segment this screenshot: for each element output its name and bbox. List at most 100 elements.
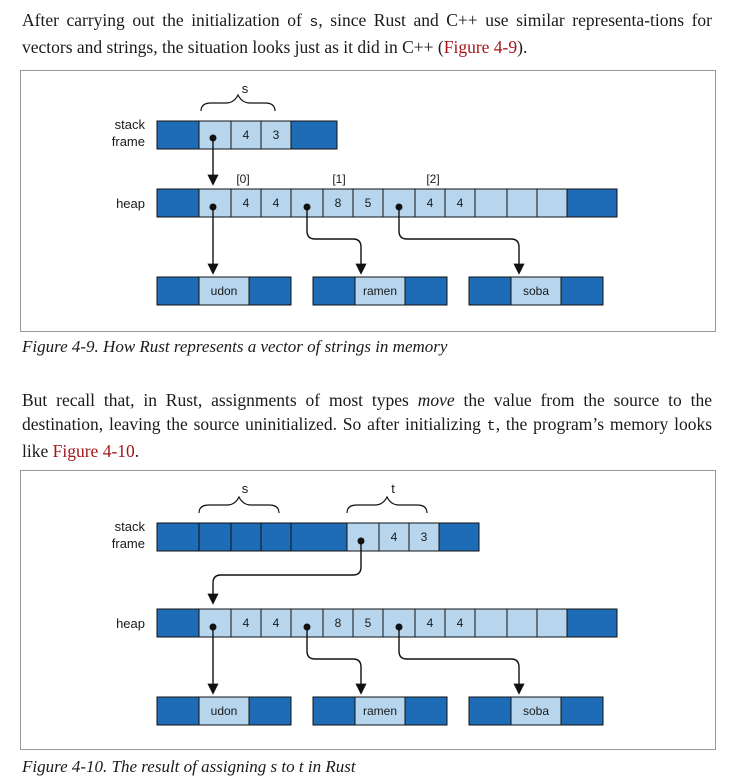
s-cap-value: 3 (273, 128, 280, 142)
ramen-pad (404, 276, 448, 306)
stack-label: stack (115, 519, 146, 534)
heap-slot (156, 188, 200, 218)
brace (200, 93, 276, 112)
string-ramen: ramen (363, 284, 397, 298)
soba-buffer (510, 696, 562, 726)
ramen-buffer (354, 696, 406, 726)
ramen-buffer (354, 276, 406, 306)
s-cap-cell (260, 120, 292, 150)
elem2-len-value: 4 (427, 196, 434, 210)
ramen-arrow (306, 207, 367, 275)
soba-arrow (398, 627, 525, 695)
brace-s (198, 495, 280, 514)
code-t: t (486, 418, 496, 435)
s-len-cell (230, 120, 262, 150)
figure-4-9-caption: Figure 4-9. How Rust represents a vector… (22, 337, 448, 356)
elem1-cap-value: 5 (365, 616, 372, 630)
spare-cell (536, 608, 568, 638)
string-soba: soba (523, 284, 549, 298)
elem0-cap (260, 188, 292, 218)
s-cap-moved (260, 522, 292, 552)
ramen-pad (312, 276, 356, 306)
paragraph-1: After carrying out the initialization of… (22, 10, 712, 57)
figure-4-10-link[interactable]: Figure 4-10 (52, 441, 135, 461)
var-t-label: t (391, 481, 395, 496)
s-ptr-cell (198, 120, 232, 150)
frame-label: frame (112, 536, 145, 551)
udon-pad (156, 276, 200, 306)
brace-t (346, 495, 428, 514)
elem1-cap (352, 608, 384, 638)
stack-slot (156, 120, 200, 150)
paragraph-2: But recall that, in Rust, assignments of… (22, 390, 713, 461)
elem0-cap-value: 4 (273, 616, 280, 630)
t-cap-value: 3 (421, 530, 428, 544)
t-len-cell (378, 522, 410, 552)
stack-label: stack (115, 117, 146, 132)
heap-slot (566, 608, 618, 638)
elem2-cap-value: 4 (457, 196, 464, 210)
elem0-ptr (198, 188, 232, 218)
udon-buffer (198, 696, 250, 726)
figure-4-9: s stack frame 4 3 [0] [1] [2] heap (20, 70, 716, 332)
soba-pad (560, 696, 604, 726)
spare-cell (474, 188, 508, 218)
figure-4-10: s t stack frame 4 3 heap 4 (20, 470, 716, 750)
frame-label: frame (112, 134, 145, 149)
elem0-ptr (198, 608, 232, 638)
elem1-len (322, 188, 354, 218)
figure-4-10-caption: Figure 4-10. The result of assigning s t… (22, 757, 356, 776)
heap-slot (156, 608, 200, 638)
udon-pad (248, 276, 292, 306)
t-pointer-arrow (207, 541, 362, 605)
elem1-cap-value: 5 (365, 196, 372, 210)
elem0-len (230, 608, 262, 638)
spare-cell (536, 188, 568, 218)
soba-pad (468, 696, 512, 726)
index-1: [1] (332, 172, 345, 186)
elem0-len-value: 4 (243, 616, 250, 630)
elem2-cap (444, 188, 476, 218)
elem1-cap (352, 188, 384, 218)
udon-pad (248, 696, 292, 726)
heap-label: heap (116, 616, 145, 631)
stack-slot (438, 522, 480, 552)
emphasis-move: move (417, 390, 455, 410)
heap-label: heap (116, 196, 145, 211)
figure-4-9-link[interactable]: Figure 4-9 (443, 37, 518, 57)
heap-slot (566, 188, 618, 218)
string-soba: soba (523, 704, 549, 718)
spare-cell (506, 188, 538, 218)
soba-buffer (510, 276, 562, 306)
t-cap-cell (408, 522, 440, 552)
soba-pad (468, 276, 512, 306)
spare-cell (506, 608, 538, 638)
var-s-label: s (242, 481, 249, 496)
elem2-ptr (382, 608, 416, 638)
stack-slot (156, 522, 200, 552)
code-s: s (309, 14, 319, 31)
elem1-len-value: 8 (335, 196, 342, 210)
elem2-cap-value: 4 (457, 616, 464, 630)
string-udon: udon (211, 284, 238, 298)
udon-pad (156, 696, 200, 726)
ramen-pad (312, 696, 356, 726)
elem0-cap (260, 608, 292, 638)
figure-4-9-diagram: s stack frame 4 3 [0] [1] [2] heap (112, 81, 618, 306)
elem2-len (414, 608, 446, 638)
ramen-pad (404, 696, 448, 726)
stack-slot (290, 120, 338, 150)
string-ramen: ramen (363, 704, 397, 718)
s-ptr-moved (198, 522, 232, 552)
spare-cell (474, 608, 508, 638)
elem1-len-value: 8 (335, 616, 342, 630)
elem0-len-value: 4 (243, 196, 250, 210)
s-len-value: 4 (243, 128, 250, 142)
t-len-value: 4 (391, 530, 398, 544)
elem2-len-value: 4 (427, 616, 434, 630)
soba-arrow (398, 207, 525, 275)
string-udon: udon (211, 704, 238, 718)
var-s-label: s (242, 81, 249, 96)
index-2: [2] (426, 172, 439, 186)
elem0-cap-value: 4 (273, 196, 280, 210)
